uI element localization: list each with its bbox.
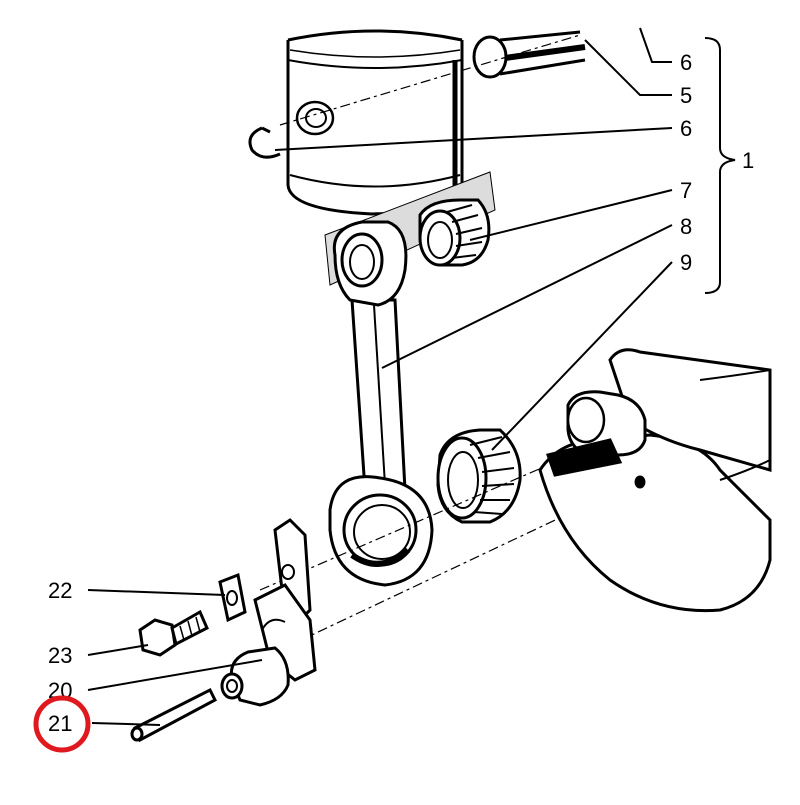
pump-body xyxy=(220,646,290,707)
pin-axis-line xyxy=(279,34,581,126)
callout-6-top: 6 xyxy=(680,50,692,75)
leader-21 xyxy=(91,722,161,726)
leader-5 xyxy=(584,39,672,96)
shaft-pin xyxy=(130,687,217,743)
callout-5: 5 xyxy=(680,83,692,108)
callout-1: 1 xyxy=(742,148,754,173)
crankpin-axis-line xyxy=(259,459,561,591)
wrist-pin xyxy=(472,30,586,79)
leader-22 xyxy=(87,589,226,596)
callout-22: 22 xyxy=(48,578,72,603)
leader-6-top xyxy=(639,27,672,63)
highlight-circle xyxy=(33,695,91,753)
leader-7 xyxy=(469,189,673,241)
callout-8: 8 xyxy=(680,214,692,239)
circlip-left xyxy=(248,126,281,159)
leader-lines xyxy=(87,27,736,726)
leader-8 xyxy=(381,224,673,369)
leader-20 xyxy=(87,659,263,691)
big-end-needle-bearing xyxy=(436,428,522,524)
piston xyxy=(286,29,464,216)
small-end-needle-bearing xyxy=(418,198,491,267)
leader-9 xyxy=(491,261,673,451)
gasket xyxy=(218,572,247,623)
bolt xyxy=(138,609,209,657)
callout-6-circlip: 6 xyxy=(680,116,692,141)
callout-7: 7 xyxy=(680,178,692,203)
leader-23 xyxy=(87,644,149,656)
callout-21: 21 xyxy=(48,711,72,736)
callout-9: 9 xyxy=(680,250,692,275)
leader-6-circlip xyxy=(274,127,673,151)
callout-23: 23 xyxy=(48,643,72,668)
connecting-rod xyxy=(328,220,434,587)
crankshaft xyxy=(538,348,772,613)
group-1-bracket xyxy=(704,37,736,294)
